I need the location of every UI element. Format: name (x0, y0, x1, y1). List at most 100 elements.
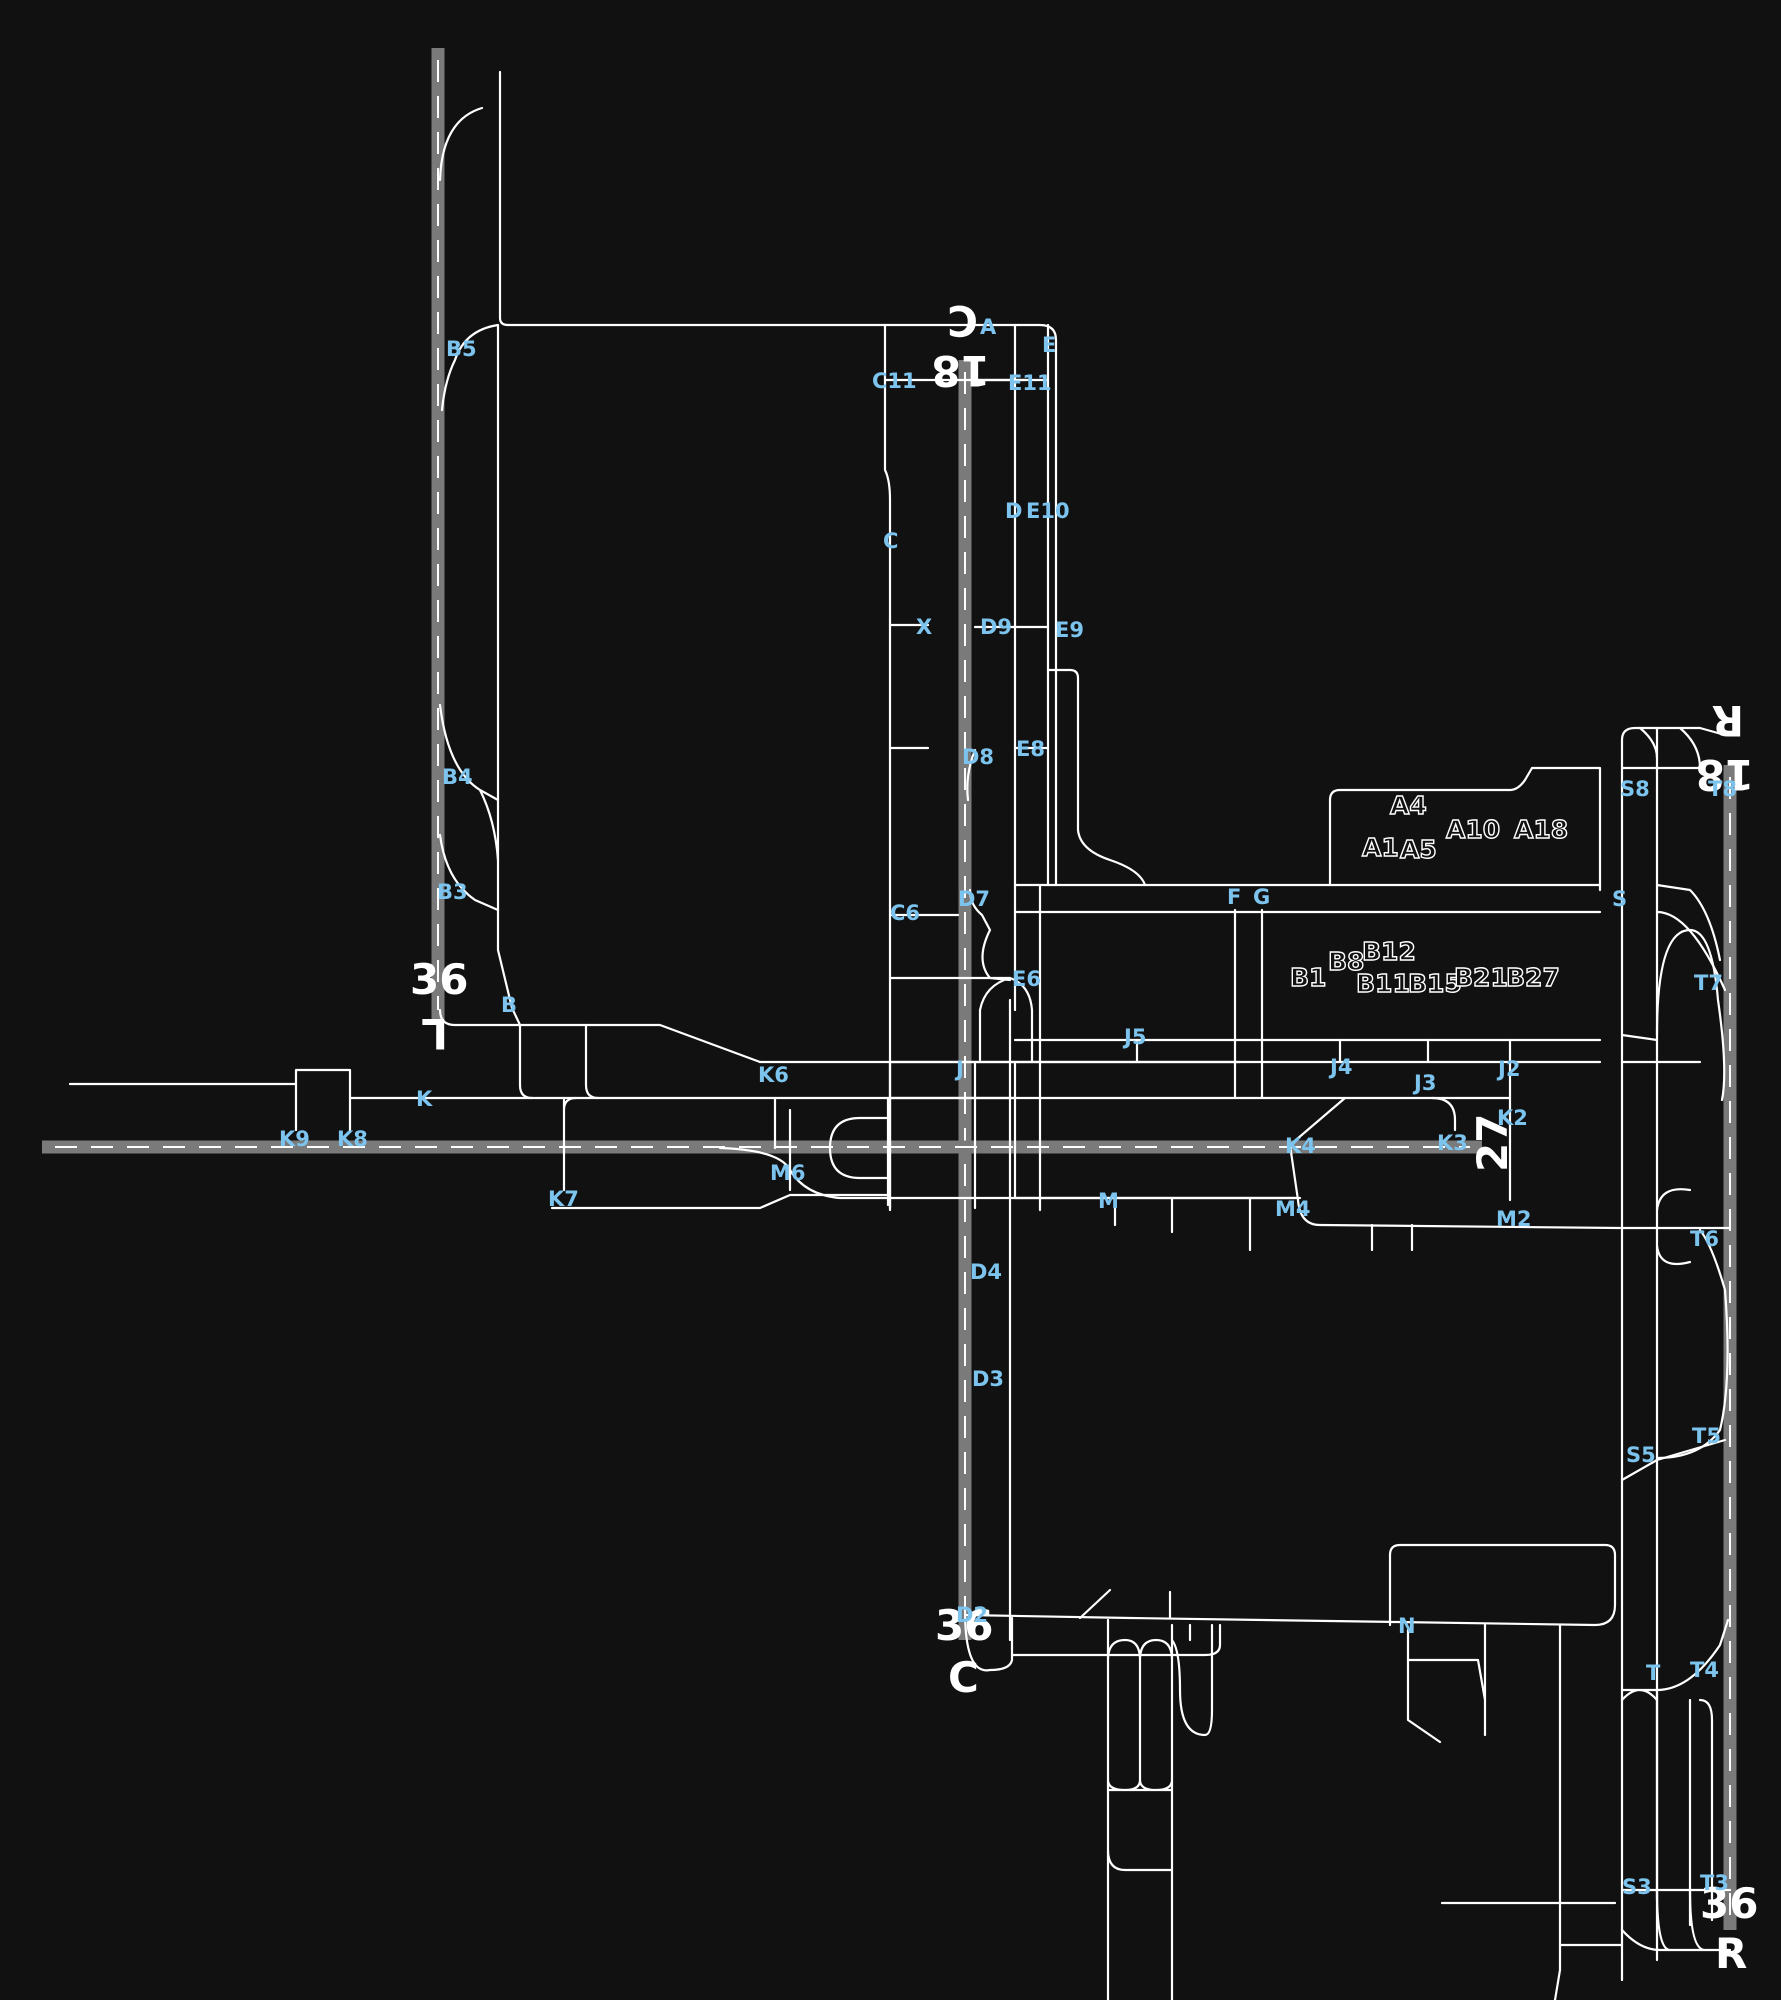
taxiway-label-b[interactable]: B (501, 993, 517, 1017)
taxiway-label-k[interactable]: K (416, 1087, 433, 1111)
taxiway-t3[interactable] (1558, 1888, 1732, 1952)
taxiway-label-j5[interactable]: J5 (1122, 1025, 1146, 1049)
taxiway-b4[interactable] (438, 703, 500, 862)
taxiway-label-t5[interactable]: T5 (1692, 1424, 1721, 1448)
taxiway-label-t8[interactable]: T8 (1708, 777, 1737, 801)
taxiway-label-e10[interactable]: E10 (1026, 499, 1070, 523)
taxiway-a[interactable] (506, 323, 1058, 887)
taxiway-k[interactable] (68, 1068, 1512, 1132)
taxiway-label-e6[interactable]: E6 (1012, 967, 1041, 991)
taxiway-m[interactable] (1013, 1196, 1414, 1252)
gate-label-b8[interactable]: B8 (1327, 946, 1365, 976)
taxiway-label-d4[interactable]: D4 (970, 1260, 1002, 1284)
taxiway-c[interactable] (883, 323, 892, 1212)
taxiway-t[interactable] (1655, 883, 1727, 992)
taxiway-n[interactable] (1010, 1588, 1222, 1657)
taxiway-label-g[interactable]: G (1253, 885, 1270, 909)
taxiway-label-x[interactable]: X (916, 615, 932, 639)
gate-label-a4[interactable]: A4 (1389, 790, 1427, 820)
taxiway-label-k8[interactable]: K8 (337, 1127, 368, 1151)
taxiway-label-t[interactable]: T (1646, 1661, 1661, 1685)
taxiway-label-e[interactable]: E (1042, 333, 1056, 357)
taxiway-d8[interactable] (966, 746, 1050, 802)
taxiway-label-a[interactable]: A (980, 315, 997, 339)
taxiway-label-k7[interactable]: K7 (548, 1187, 579, 1211)
taxiway-label-m4[interactable]: M4 (1275, 1197, 1311, 1221)
taxiway-b-parallel[interactable] (496, 323, 522, 1027)
taxiway-label-j3[interactable]: J3 (1412, 1071, 1436, 1095)
taxiway-label-j4[interactable]: J4 (1328, 1055, 1352, 1079)
taxiway-k7[interactable] (550, 1193, 892, 1210)
gate-label-b27[interactable]: B27 (1505, 962, 1560, 992)
gate-label-b21[interactable]: B21 (1453, 962, 1508, 992)
taxiway-x[interactable] (888, 623, 930, 750)
taxiway-label-b5[interactable]: B5 (446, 337, 477, 361)
taxiway-label-t7[interactable]: T7 (1694, 971, 1723, 995)
taxiway-label-m6[interactable]: M6 (770, 1161, 806, 1185)
taxiway-label-d2[interactable]: D2 (956, 1603, 988, 1627)
taxiway-label-k6[interactable]: K6 (758, 1063, 789, 1087)
taxiway-label-s5[interactable]: S5 (1626, 1443, 1656, 1467)
taxiway-b3[interactable] (438, 833, 500, 912)
taxiway-center-verticals[interactable] (888, 1060, 1017, 1210)
gate-label-a5[interactable]: A5 (1399, 834, 1437, 864)
taxiway-e9-stub[interactable] (1046, 668, 1147, 887)
gate-label-a1[interactable]: A1 (1361, 832, 1399, 862)
taxiway-label-k4[interactable]: K4 (1285, 1134, 1316, 1158)
taxiway-label-c[interactable]: C (883, 529, 898, 553)
taxiway-j-connectors[interactable] (1338, 1038, 1512, 1100)
taxiway-label-k3[interactable]: K3 (1437, 1131, 1468, 1155)
gate-label-b12[interactable]: B12 (1361, 936, 1416, 966)
taxiway-m6-loops[interactable] (788, 1096, 892, 1207)
taxiway-s-southwest[interactable] (1440, 1623, 1617, 2000)
taxiway-label-n[interactable]: N (1398, 1614, 1416, 1638)
gate-label-a10[interactable]: A10 (1445, 814, 1501, 844)
taxiway-k-loop[interactable] (518, 1023, 600, 1192)
taxiway-label-m2[interactable]: M2 (1496, 1207, 1532, 1231)
taxiway-l-hook[interactable] (438, 106, 484, 182)
taxiway-label-c11[interactable]: C11 (872, 369, 917, 393)
taxiway-j[interactable] (888, 1060, 1602, 1100)
taxiway-label-k9[interactable]: K9 (279, 1127, 310, 1151)
taxiway-d-south[interactable] (963, 1608, 1014, 1672)
gate-label-b15[interactable]: B15 (1407, 968, 1462, 998)
taxiway-a-concourse[interactable] (1328, 766, 1602, 892)
taxiway-n-east[interactable] (1170, 1623, 1214, 1737)
taxiway-south-grid[interactable] (1106, 1618, 1174, 2000)
taxiway-label-d[interactable]: D (1005, 499, 1022, 523)
gate-label-b11[interactable]: B11 (1355, 968, 1410, 998)
taxiway-label-c6[interactable]: C6 (890, 901, 920, 925)
taxiway-d2[interactable] (963, 1543, 1617, 1627)
taxiway-j3[interactable] (1430, 1096, 1457, 1132)
taxiway-label-s3[interactable]: S3 (1622, 1875, 1652, 1899)
taxiway-label-j[interactable]: J (954, 1057, 964, 1081)
taxiway-s8[interactable] (1638, 726, 1727, 770)
taxiway-label-e8[interactable]: E8 (1016, 737, 1045, 761)
taxiway-t6[interactable] (1620, 1188, 1732, 1266)
taxiway-t-ovals[interactable] (1620, 928, 1726, 1102)
taxiway-label-t4[interactable]: T4 (1690, 1658, 1719, 1682)
taxiway-k4[interactable] (1288, 1096, 1622, 1230)
taxiway-label-e11[interactable]: E11 (1008, 371, 1052, 395)
taxiway-label-j2[interactable]: J2 (1496, 1057, 1520, 1081)
taxiway-t4[interactable] (1620, 1618, 1730, 1702)
taxiway-t3-t4[interactable] (1655, 1688, 1714, 1927)
taxiway-label-f[interactable]: F (1227, 885, 1241, 909)
taxiway-label-m[interactable]: M (1098, 1189, 1119, 1213)
taxiway-e6[interactable] (1008, 976, 1034, 1064)
taxiway-label-k2[interactable]: K2 (1497, 1106, 1528, 1130)
taxiway-s[interactable] (1620, 726, 1702, 1982)
taxiway-label-b3[interactable]: B3 (437, 880, 468, 904)
taxiway-label-s8[interactable]: S8 (1620, 777, 1650, 801)
taxiway-n-south[interactable] (1406, 1623, 1487, 1744)
taxiway-t5[interactable] (1655, 1228, 1729, 1460)
taxiway-d[interactable] (1008, 323, 1017, 1642)
taxiway-label-e9[interactable]: E9 (1055, 618, 1084, 642)
taxiway-label-b4[interactable]: B4 (442, 765, 473, 789)
taxiway-b5[interactable] (440, 323, 500, 412)
taxiway-d-d7-e6[interactable] (1013, 883, 1602, 1212)
taxiway-label-d3[interactable]: D3 (972, 1367, 1004, 1391)
taxiway-label-d8[interactable]: D8 (962, 745, 994, 769)
taxiway-s5[interactable] (1620, 1438, 1727, 1482)
gate-label-a18[interactable]: A18 (1513, 814, 1569, 844)
